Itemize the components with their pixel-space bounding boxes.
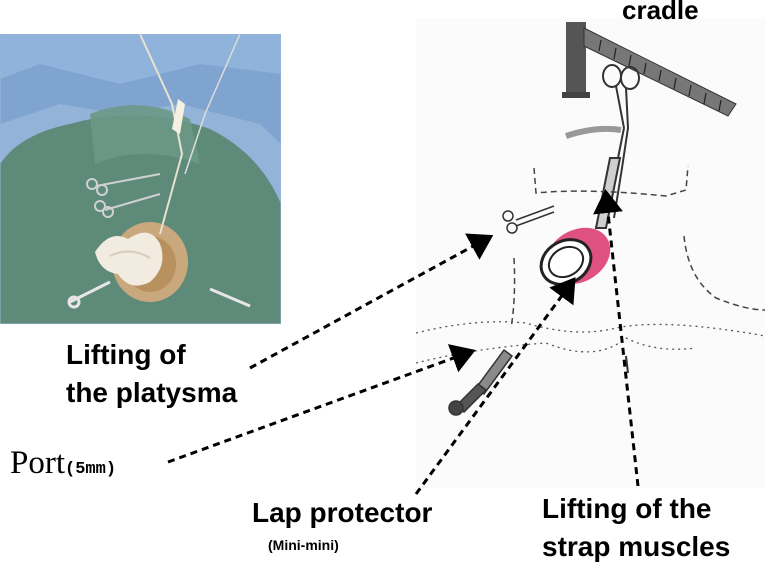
port-size-text: (5mm) xyxy=(65,460,116,479)
surgical-sketch xyxy=(416,18,765,488)
strap-muscles-label: Lifting of the strap muscles xyxy=(542,490,730,566)
lap-protector-sub-label: (Mini-mini) xyxy=(268,538,339,554)
platysma-label: Lifting of the platysma xyxy=(66,336,237,412)
port-label: Port(5mm) xyxy=(10,445,116,483)
port-label-text: Port xyxy=(10,445,65,481)
cradle-label: cradle xyxy=(622,0,699,26)
lap-protector-label: Lap protector xyxy=(252,497,432,529)
operative-photo xyxy=(0,34,281,324)
